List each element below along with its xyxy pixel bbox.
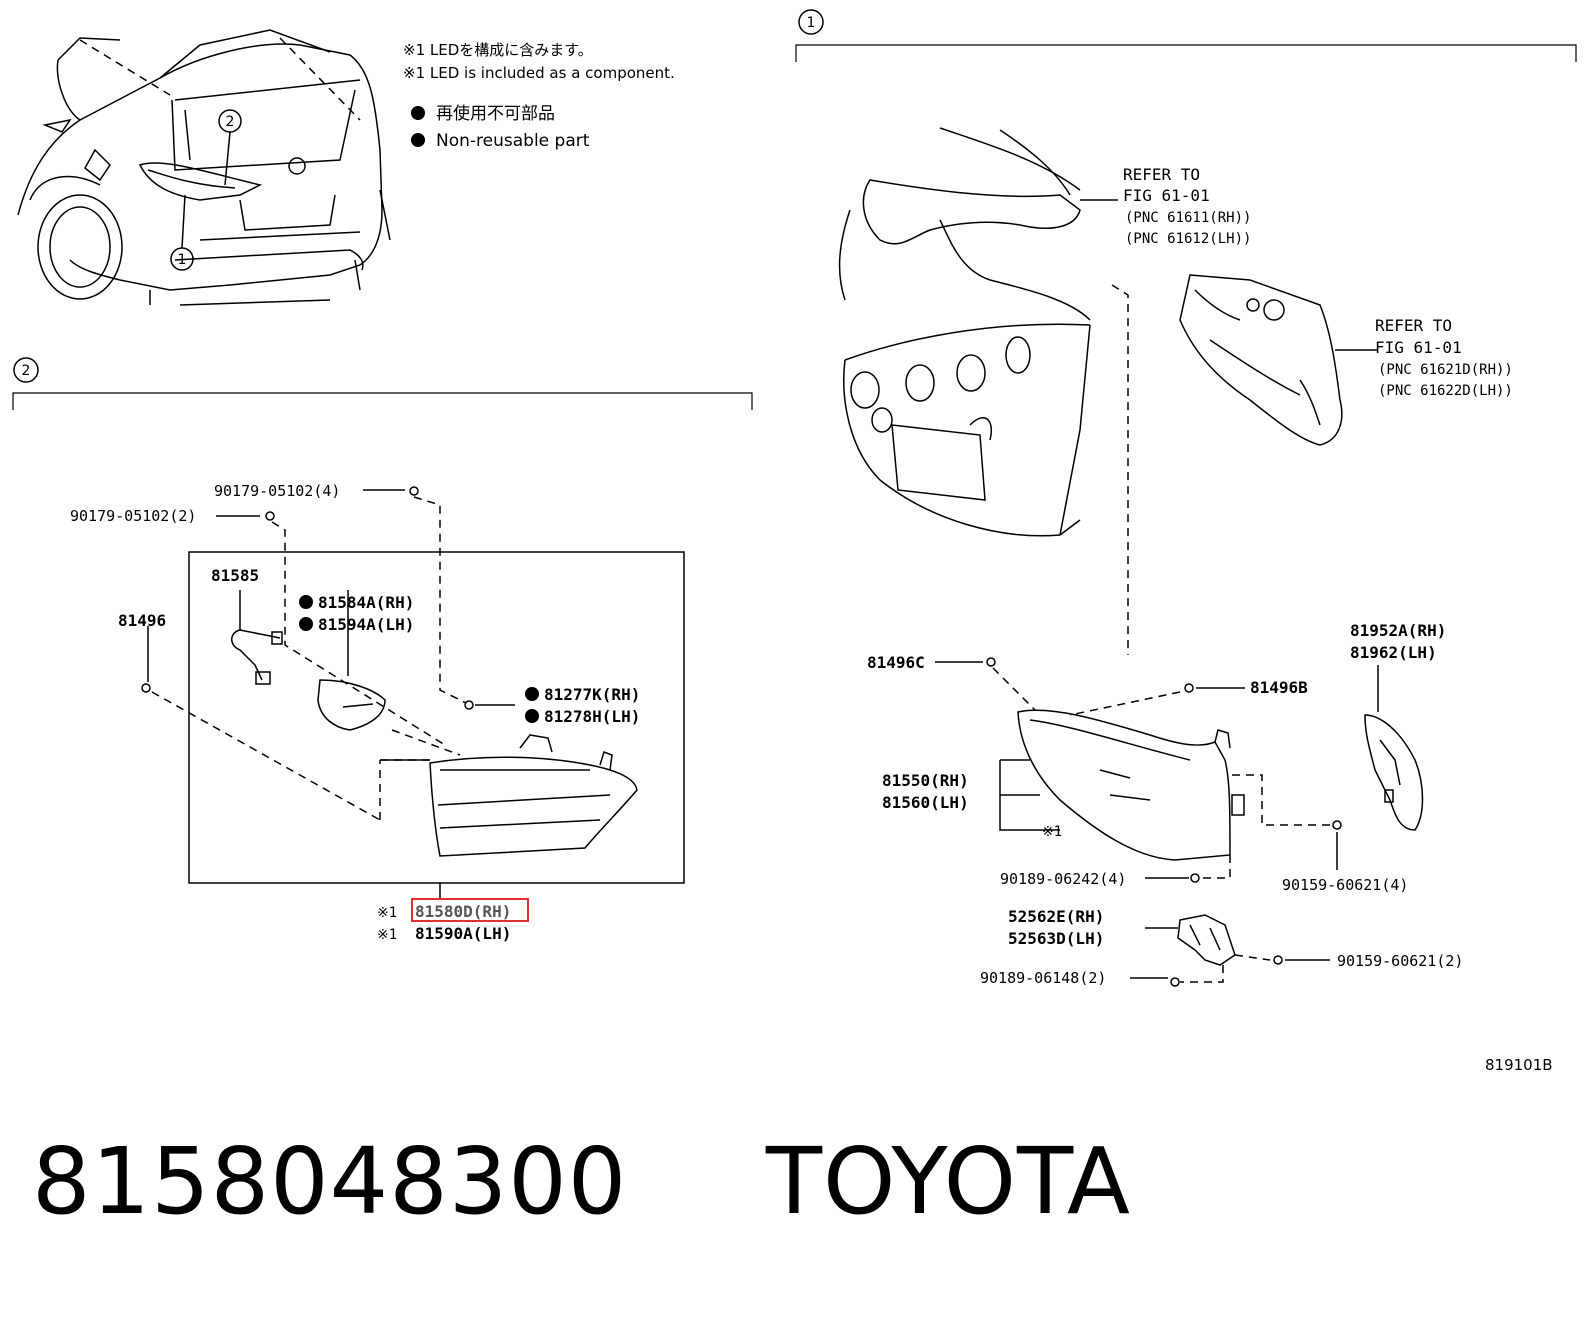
reflector — [1364, 714, 1424, 831]
lamp-bracket — [1177, 914, 1236, 966]
label-81585: 81585 — [211, 566, 259, 585]
note-jp-led: ※1 LEDを構成に含みます。 — [403, 41, 593, 59]
note-en-led: ※1 LED is included as a component. — [403, 64, 675, 82]
section-1-marker — [798, 9, 824, 35]
vehicle-illustration — [17, 29, 391, 306]
label-90179-b: 90179-05102(2) — [70, 507, 196, 525]
label-90179-a: 90179-05102(4) — [214, 482, 340, 500]
label-81594a: 81594A(LH) — [318, 615, 414, 634]
label-90189-a: 90189-06242(4) — [1000, 870, 1126, 888]
refer-mid-line4: (PNC 61622D(LH)) — [1378, 383, 1513, 399]
refer-mid-line3: (PNC 61621D(RH)) — [1378, 362, 1513, 378]
note-jp-nonreuse: 再使用不可部品 — [436, 103, 555, 124]
label-81584a: 81584A(RH) — [318, 593, 414, 612]
label-81496b: 81496B — [1250, 678, 1308, 697]
label-90159-a: 90159-60621(4) — [1282, 876, 1408, 894]
bullet-icon — [525, 709, 539, 723]
asm-mark-rh: ※1 — [377, 905, 397, 921]
outer-lamp-assembly — [1017, 709, 1245, 861]
label-52562e: 52562E(RH) — [1008, 907, 1104, 926]
label-90189-b: 90189-06148(2) — [980, 969, 1106, 987]
inner-lamp-assembly — [429, 734, 638, 857]
section-2-label: 2 — [22, 363, 31, 379]
refer-mid-line1: REFER TO — [1375, 316, 1452, 335]
figure-code: 819101B — [1485, 1056, 1553, 1074]
bullet-icon — [525, 687, 539, 701]
section-2-marker — [13, 357, 39, 383]
fender-liner — [1179, 274, 1343, 446]
section-1-label: 1 — [807, 15, 816, 31]
assembly-box — [188, 551, 685, 884]
asm-mark-lh: ※1 — [377, 927, 397, 943]
refer-top-line1: REFER TO — [1123, 165, 1200, 184]
part-title: 8158048300 TOYOTA — [32, 1128, 1131, 1235]
vehicle-callout-2: 2 — [226, 114, 235, 130]
refer-top-line2: FIG 61-01 — [1123, 186, 1210, 205]
body-illustration — [838, 127, 1091, 537]
bullet-icon — [411, 106, 425, 120]
bullet-icon — [411, 133, 425, 147]
label-81496c: 81496C — [867, 653, 925, 672]
bullet-icon — [299, 595, 313, 609]
vehicle-callout-1: 1 — [178, 252, 187, 268]
highlight-box — [411, 898, 529, 922]
label-81496: 81496 — [118, 611, 166, 630]
label-81962: 81962(LH) — [1350, 643, 1437, 662]
label-81590a: 81590A(LH) — [415, 924, 511, 943]
mark-1-right: ※1 — [1042, 824, 1062, 840]
part-number: 8158048300 — [32, 1128, 628, 1235]
label-81278h: 81278H(LH) — [544, 707, 640, 726]
label-81277k: 81277K(RH) — [544, 685, 640, 704]
label-81550: 81550(RH) — [882, 771, 969, 790]
refer-top-line4: (PNC 61612(LH)) — [1125, 231, 1251, 247]
label-90159-b: 90159-60621(2) — [1337, 952, 1463, 970]
bullet-icon — [299, 617, 313, 631]
label-81580d: 81580D(RH) — [415, 902, 511, 921]
label-52563d: 52563D(LH) — [1008, 929, 1104, 948]
brand-name: TOYOTA — [765, 1128, 1131, 1235]
label-81952a: 81952A(RH) — [1350, 621, 1446, 640]
label-81560: 81560(LH) — [882, 793, 969, 812]
note-en-nonreuse: Non-reusable part — [436, 131, 590, 151]
refer-mid-line2: FIG 61-01 — [1375, 338, 1462, 357]
refer-top-line3: (PNC 61611(RH)) — [1125, 210, 1251, 226]
